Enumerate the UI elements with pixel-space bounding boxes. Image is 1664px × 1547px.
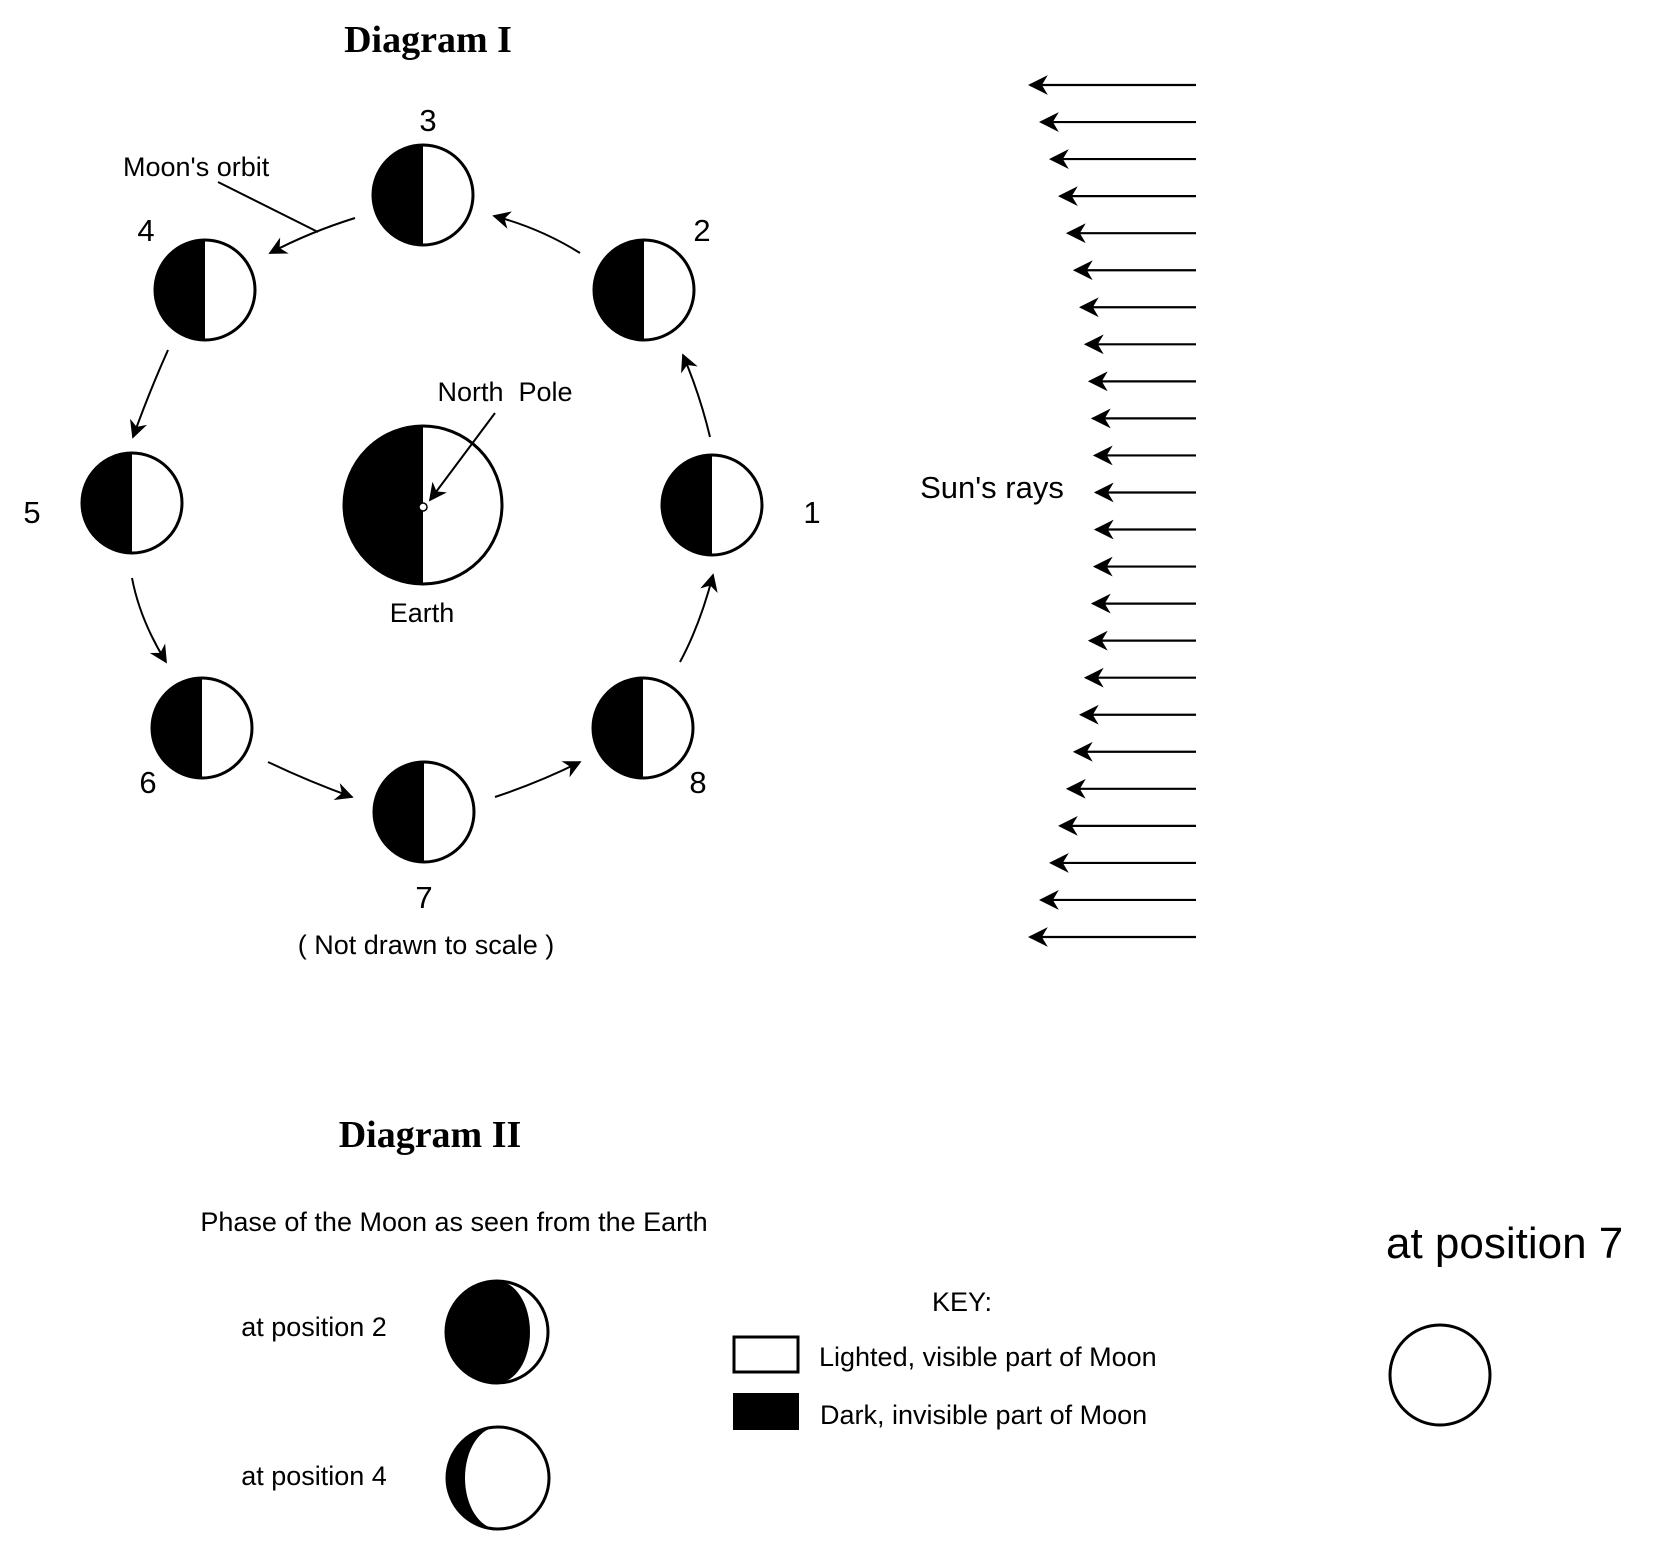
- arrow-6-to-7: [267, 761, 354, 801]
- phase-label-position-4: at position 4: [241, 1461, 387, 1491]
- arrow-3-to-4: [268, 217, 356, 254]
- orbit-moon-8: [591, 676, 695, 780]
- phase-label-position-7: at position 7: [1386, 1219, 1623, 1268]
- diagram-2-title: Diagram II: [339, 1114, 522, 1156]
- phase-moon-position-2: [444, 1279, 550, 1385]
- orbit-moon-7: [372, 760, 476, 864]
- diagram-1-title: Diagram I: [344, 19, 512, 61]
- moon-label-2: 2: [693, 213, 710, 248]
- arrow-8-to-1: [679, 573, 718, 663]
- moon-dark-half: [373, 145, 423, 245]
- arrow-1-to-2: [681, 353, 711, 438]
- moons-orbit-label: Moon's orbit: [123, 152, 270, 182]
- orbit-moon-3: [371, 143, 475, 247]
- earth: [342, 424, 504, 586]
- orbit-moons: [80, 143, 764, 864]
- key-label-lighted: Lighted, visible part of Moon: [819, 1342, 1157, 1372]
- moon-label-7: 7: [415, 880, 432, 915]
- moon-dark-half: [593, 678, 643, 778]
- phase-moon-position-4: [445, 1425, 551, 1531]
- phase-moon-position-7-blank: [1388, 1323, 1492, 1427]
- orbit-moon-4: [153, 238, 257, 342]
- key-swatch-dark: [733, 1393, 799, 1430]
- key-swatch-lighted: [732, 1335, 800, 1374]
- diagram-2-subtitle: Phase of the Moon as seen from the Earth: [200, 1207, 707, 1237]
- suns-rays-label: Sun's rays: [920, 470, 1064, 505]
- moon-dark-half: [155, 240, 205, 340]
- phase-label-position-2: at position 2: [241, 1312, 387, 1342]
- moon-label-5: 5: [23, 495, 40, 530]
- orbit-moon-2: [592, 238, 696, 342]
- orbit-moon-5: [80, 451, 184, 555]
- moon-dark-half: [662, 455, 712, 555]
- north-pole-dot: [418, 502, 428, 512]
- moon-dark-half: [82, 453, 132, 553]
- moon-dark-half: [374, 762, 424, 862]
- arrow-7-to-8: [494, 761, 582, 798]
- moon-label-6: 6: [139, 765, 156, 800]
- earth-label: Earth: [390, 598, 455, 628]
- orbit-arrows: [130, 211, 718, 801]
- orbit-moon-6: [150, 676, 254, 780]
- orbit-label-pointer: [217, 181, 319, 233]
- sun-rays: [1028, 75, 1196, 947]
- moon-label-4: 4: [137, 213, 154, 248]
- not-to-scale-note: ( Not drawn to scale ): [298, 930, 555, 960]
- north-pole-pointer: [428, 412, 496, 502]
- key-title: KEY:: [932, 1287, 992, 1317]
- moon-label-3: 3: [419, 103, 436, 138]
- arrow-5-to-6: [131, 577, 167, 664]
- orbit-moon-1: [660, 453, 764, 557]
- key-label-dark: Dark, invisible part of Moon: [820, 1400, 1147, 1430]
- moon-label-8: 8: [689, 765, 706, 800]
- arrow-2-to-3: [492, 211, 581, 254]
- moon-dark-half: [152, 678, 202, 778]
- arrow-4-to-5: [130, 349, 169, 439]
- moon-label-1: 1: [803, 495, 820, 530]
- north-pole-label: North Pole: [437, 377, 572, 407]
- moon-dark-half: [594, 240, 644, 340]
